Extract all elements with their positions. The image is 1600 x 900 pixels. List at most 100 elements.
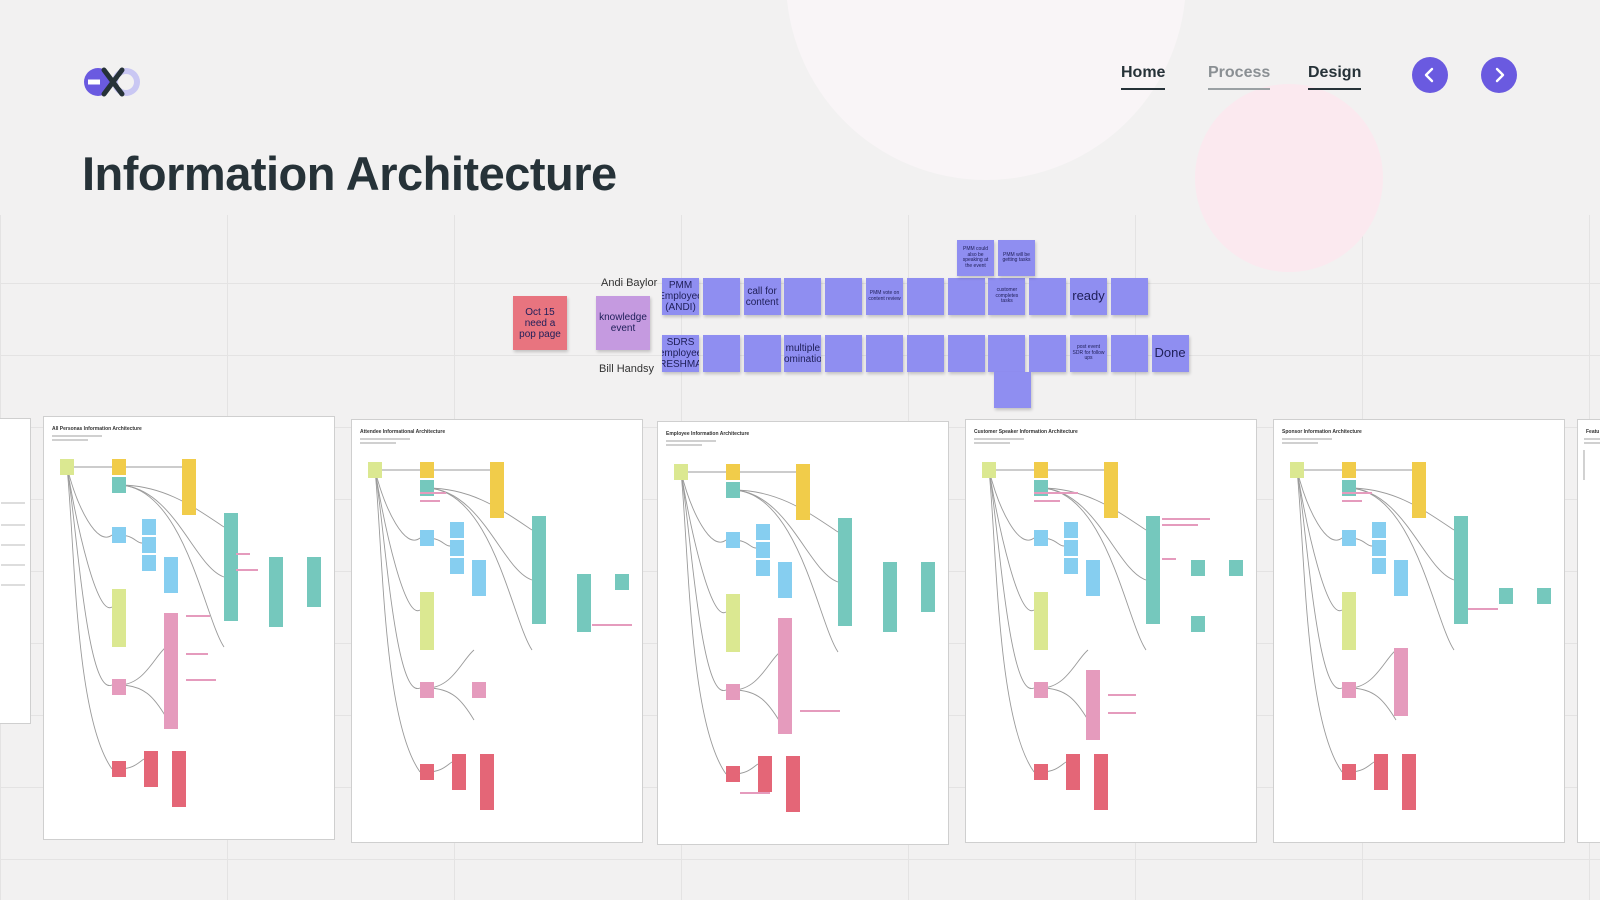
- ia-node: [1372, 558, 1386, 574]
- ia-node: [307, 557, 321, 607]
- ia-board-title: Featu: [1586, 429, 1600, 435]
- ia-annotation-line: [1584, 438, 1600, 440]
- sticky-lane1-9[interactable]: [1029, 278, 1067, 315]
- ia-node: [838, 518, 852, 626]
- sticky-lane1-10[interactable]: ready: [1070, 278, 1107, 315]
- sticky-lane2-2[interactable]: [743, 335, 781, 372]
- sticky-lane1-11[interactable]: [1110, 278, 1148, 315]
- ia-node: [1066, 754, 1080, 790]
- ia-annotation-line: [420, 492, 446, 494]
- ia-annotation-line: [1282, 438, 1332, 440]
- sticky-top-1[interactable]: PMM could also be speaking at the event: [957, 240, 994, 276]
- ia-board-3[interactable]: Customer Speaker Information Architectur…: [965, 419, 1257, 843]
- sticky-lane1-4[interactable]: [825, 278, 863, 315]
- ia-node: [142, 537, 156, 553]
- ia-annotation-line: [1282, 442, 1318, 444]
- ia-connector: [1296, 469, 1343, 541]
- sticky-lane1-8[interactable]: customer completes tasks: [988, 278, 1026, 315]
- ia-connector: [374, 469, 421, 773]
- ia-annotation-line: [974, 438, 1024, 440]
- sticky-lane2-11[interactable]: [1110, 335, 1148, 372]
- ia-diagram: [1282, 438, 1551, 810]
- sticky-lane1-2[interactable]: call for content: [743, 278, 781, 315]
- sticky-lane1-7[interactable]: [947, 278, 985, 315]
- ia-diagram: [52, 435, 321, 807]
- sticky-lane2-5[interactable]: [866, 335, 903, 372]
- ia-node: [1034, 592, 1048, 650]
- ia-connector: [66, 466, 113, 770]
- decor-circle-large: [786, 0, 1186, 180]
- sticky-lane2-4[interactable]: [825, 335, 863, 372]
- ia-node: [112, 477, 126, 493]
- ia-board-0[interactable]: All Personas Information Architecture: [43, 416, 335, 840]
- ia-connector: [680, 471, 727, 614]
- prev-button[interactable]: [1412, 57, 1448, 93]
- sticky-lane2-7[interactable]: [947, 335, 985, 372]
- ia-node: [1394, 560, 1408, 596]
- sticky-lane1-5[interactable]: PMM vote on content review: [866, 278, 903, 315]
- ia-node: [420, 764, 434, 780]
- ia-node: [1342, 682, 1356, 698]
- sticky-lane2-6[interactable]: [906, 335, 944, 372]
- ia-diagram: [360, 438, 632, 810]
- ia-node: [796, 464, 810, 520]
- ia-node: [420, 530, 434, 546]
- ia-connector: [426, 649, 475, 689]
- ia-connector: [118, 646, 167, 686]
- ia-board-2[interactable]: Employee Information Architecture: [657, 421, 949, 845]
- sticky-lane1-1[interactable]: [702, 278, 740, 315]
- ia-node: [1034, 462, 1048, 478]
- ia-annotation-line: [592, 624, 632, 626]
- next-button[interactable]: [1481, 57, 1517, 93]
- ia-board-4[interactable]: Sponsor Information Architecture: [1273, 419, 1565, 843]
- sticky-lane2-0[interactable]: SDRS employee (RESHMA): [662, 335, 699, 372]
- ia-node: [452, 754, 466, 790]
- ia-node: [420, 682, 434, 698]
- sticky-lane1-6[interactable]: [906, 278, 944, 315]
- sticky-lane1-3[interactable]: [784, 278, 822, 315]
- ia-node: [1034, 530, 1048, 546]
- ia-connector: [1296, 469, 1343, 612]
- sticky-lane1-0[interactable]: PMM Employee (ANDI): [662, 278, 699, 315]
- ia-annotation-line: [740, 792, 770, 794]
- ia-node: [1064, 558, 1078, 574]
- ia-node: [1374, 754, 1388, 790]
- nav-design[interactable]: Design: [1308, 64, 1362, 90]
- ia-connector: [680, 471, 727, 543]
- sticky-lane2-10[interactable]: post event SDR for follow ups: [1070, 335, 1107, 372]
- ia-node: [778, 618, 792, 734]
- ia-node: [1342, 592, 1356, 650]
- ia-node: [726, 482, 740, 498]
- ia-connector: [374, 469, 421, 612]
- logo-icon[interactable]: [82, 64, 144, 100]
- ia-board-1[interactable]: Attendee Informational Architecture: [351, 419, 643, 843]
- sticky-top-2[interactable]: PMM will be getting tasks: [998, 240, 1035, 276]
- ia-connector: [1040, 687, 1089, 721]
- sticky-lane2-9[interactable]: [1029, 335, 1067, 372]
- ia-connector: [1348, 687, 1397, 721]
- ia-node: [1342, 462, 1356, 478]
- ia-annotation-line: [186, 679, 216, 681]
- sticky-lane2-12[interactable]: Done: [1151, 335, 1189, 372]
- ia-node: [1342, 530, 1356, 546]
- nav-home[interactable]: Home: [1121, 64, 1166, 90]
- ia-board-title: All Personas Information Architecture: [52, 426, 142, 432]
- sticky-lane2-3[interactable]: multiple nomination: [784, 335, 822, 372]
- sticky-lane2-1[interactable]: [702, 335, 740, 372]
- sticky-bottom-1[interactable]: [994, 372, 1031, 408]
- ia-connector: [374, 469, 421, 689]
- ia-connector: [374, 469, 421, 541]
- ia-connector: [1040, 487, 1147, 651]
- nav-process[interactable]: Process: [1208, 64, 1271, 90]
- ia-node: [758, 756, 772, 792]
- sticky-lane2-8[interactable]: [988, 335, 1026, 372]
- ia-annotation-line: [1162, 558, 1176, 560]
- sticky-oct15[interactable]: Oct 15 need a pop page: [513, 296, 567, 350]
- ia-node: [726, 532, 740, 548]
- sticky-knowledge-event[interactable]: knowledge event: [596, 296, 650, 350]
- ia-annotation-line: [1162, 524, 1198, 526]
- ia-board-5[interactable]: Featu: [1577, 419, 1600, 843]
- board-partial-left[interactable]: [0, 418, 31, 724]
- ia-node: [1034, 682, 1048, 698]
- ia-node: [1104, 462, 1118, 518]
